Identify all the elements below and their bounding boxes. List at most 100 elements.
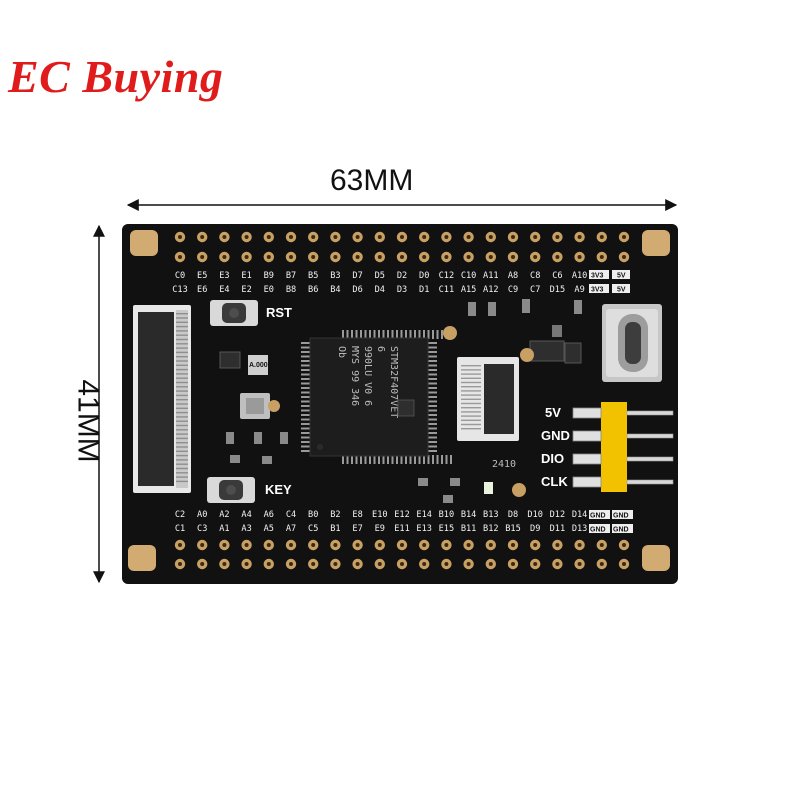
chip-pin [428,432,437,434]
pin-label-a8: A8 [508,271,518,281]
fpc-contact [461,423,481,426]
test-pad-1 [443,326,457,340]
pad-hole [622,255,626,259]
usb-c-port[interactable] [602,304,662,382]
chip-pin [428,396,437,398]
chip-pin [427,330,430,339]
pad-hole [511,235,515,239]
pad-hole [311,235,316,239]
key-button[interactable] [207,477,255,503]
pad-hole [178,255,182,259]
pad-hole [599,255,604,259]
header-label-5v: 5V [545,405,561,420]
pin-label-b9: B9 [264,271,274,281]
pad-hole [289,543,293,547]
pin-label-d1: D1 [419,285,429,295]
pad-hole [355,562,360,566]
pad-hole [577,255,582,259]
pad-hole [178,562,182,566]
pad-hole [466,543,471,547]
pad-hole [555,543,560,547]
pad-hole [577,562,582,566]
pin-label-b15: B15 [505,524,521,534]
pad-hole [444,255,449,259]
fpc-connector-left [133,305,191,493]
chip-pin [301,364,310,367]
fpc-contact [176,381,188,384]
chip-pin [391,330,394,339]
chip-pin [428,351,437,353]
chip-pin [409,455,412,464]
chip-pin [387,455,389,464]
pad-hole [466,255,471,259]
chip-pin [342,330,344,339]
pad-hole [222,255,227,259]
pin-label-e4: E4 [219,285,229,295]
chip-pin [427,455,430,464]
chip-pin [387,330,389,339]
chip-pin [428,427,437,430]
reset-button[interactable] [210,300,258,326]
header-pads [174,231,630,570]
chip-pin [428,450,437,452]
fpc-left-contacts [176,313,188,483]
pin-label-e8: E8 [352,510,362,520]
pin-label-c3: C3 [197,524,207,534]
pin-label-c2: C2 [175,510,185,520]
chip-pin [423,455,425,464]
fpc-contact [176,321,188,323]
pin-label-c6: C6 [552,271,562,281]
pin-label-c9: C9 [508,285,518,295]
pad-hole [533,543,538,547]
pin-label-c0: C0 [175,271,185,281]
pad-hole [311,562,316,566]
fpc-contact [461,365,481,367]
pin-label-c10: C10 [461,271,477,281]
pad-hole [422,235,427,239]
pad-hole [400,562,404,566]
pad-hole [599,543,604,547]
fpc-contact [461,386,481,388]
chip-pin [301,427,310,430]
fpc-contact [176,317,188,319]
header-pin-stub [572,476,602,488]
fpc-contact [176,351,188,354]
fpc-contact [176,433,188,435]
chip-pin [373,330,376,339]
pin-label-e1: E1 [241,271,251,281]
header-label-dio: DIO [541,451,564,466]
chip-line-3: 990LU V0 6 [362,346,373,406]
pin-label-e5: E5 [197,271,207,281]
chip-pin [301,360,310,362]
chip-pin [355,330,358,339]
fpc-contact [176,420,188,422]
pad-hole [533,235,538,239]
pad-hole [355,235,360,239]
pad-hole [577,235,582,239]
chip-pin [301,432,310,434]
header-pin-stub [572,407,602,419]
pad-hole [622,543,626,547]
pin-label-d6: D6 [352,285,362,295]
badge-gnd-bottom-1: GND [590,513,606,520]
chip-pin [400,330,403,339]
chip-pin [382,455,385,464]
crystal-main [240,393,270,419]
power-badges: 3V3 5V 3V3 5V GND GND GND GND [589,270,633,534]
chip-pin [342,455,344,464]
chip-pin [301,396,310,398]
swd-pin-header[interactable] [572,402,674,492]
pad-hole [178,543,182,547]
pin-label-d12: D12 [550,510,566,520]
chip-pin [405,330,407,339]
pad-hole [333,543,338,547]
chip-pin [301,346,310,349]
fpc-contact [176,338,188,341]
chip-pin [432,455,434,464]
pad-hole [377,255,382,259]
fpc-contact [461,398,481,400]
fpc-contact [176,386,188,388]
chip-pin [428,441,437,443]
